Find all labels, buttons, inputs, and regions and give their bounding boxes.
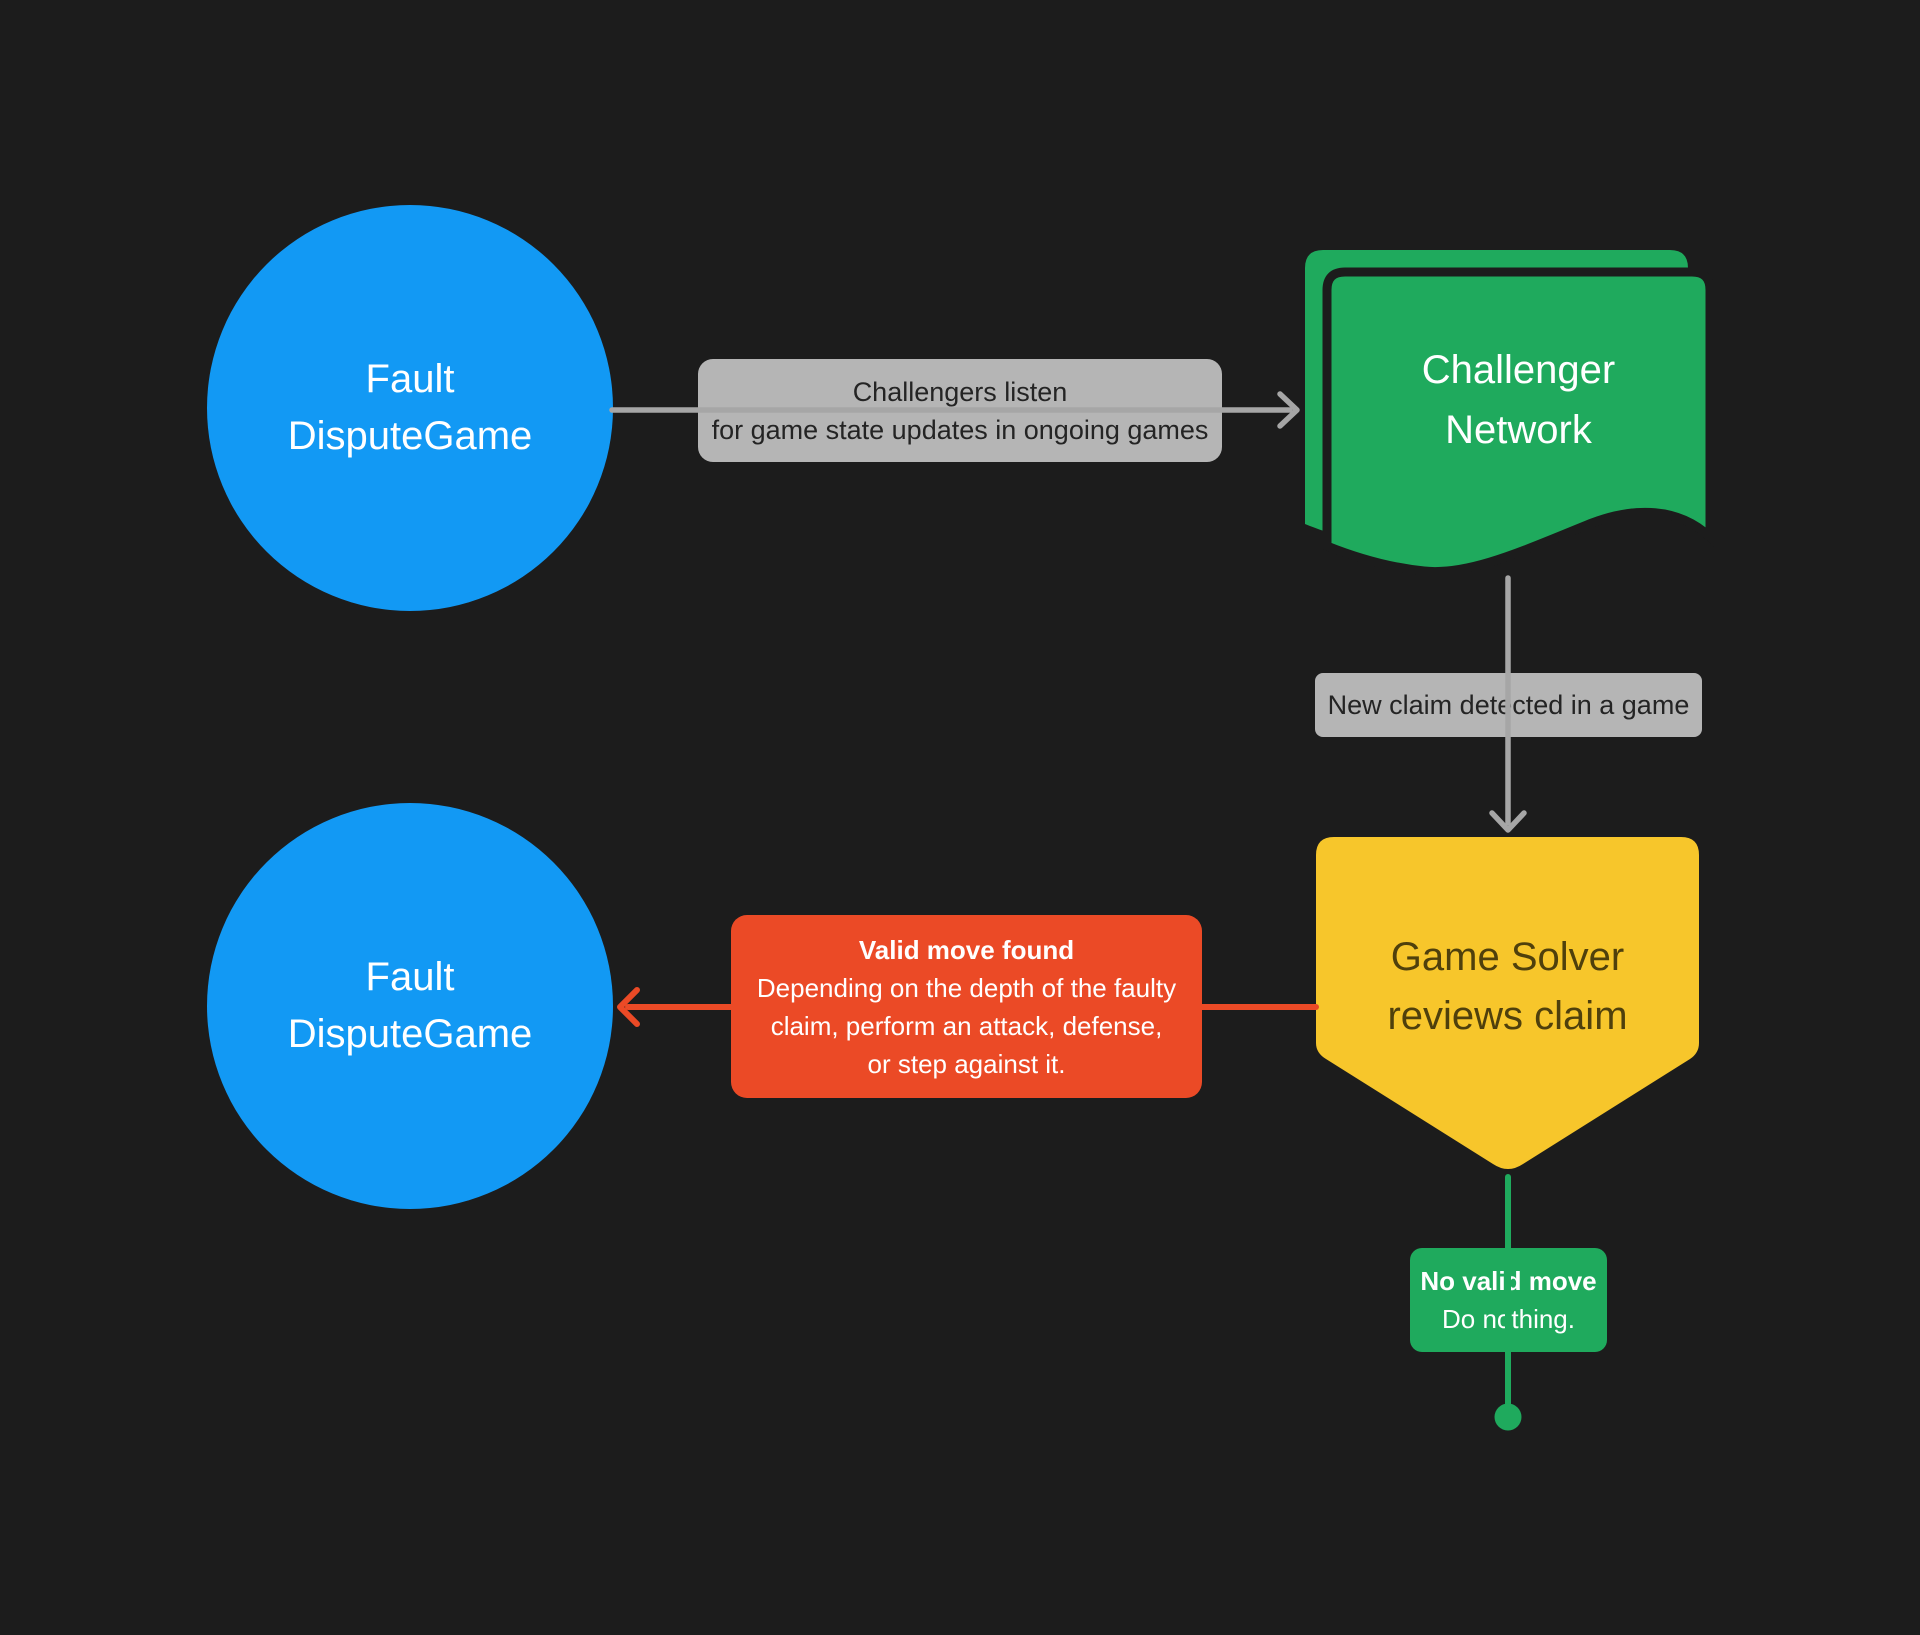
node-label-line: Network xyxy=(1445,408,1592,452)
edge-label-title: Valid move found xyxy=(858,934,1075,965)
node-label-line: Fault xyxy=(365,955,455,999)
arrowhead-down-icon xyxy=(1489,810,1527,833)
edge-label-challengers-listen: Challengers listen for game state update… xyxy=(698,359,1222,462)
edge-label-line: for game state updates in ongoing games xyxy=(711,414,1209,445)
edge-label-line: Challengers listen xyxy=(852,376,1068,407)
node-label-line: DisputeGame xyxy=(287,414,533,458)
node-challenger-network-label: Challenger Network xyxy=(1327,340,1710,460)
node-label-line: Game Solver xyxy=(1390,935,1625,979)
edge-label-title: No valid move xyxy=(1420,1266,1597,1296)
edge-label-line: Do nothing. xyxy=(1442,1304,1575,1334)
node-label-line: Challenger xyxy=(1421,348,1616,392)
node-label-line: Fault xyxy=(365,357,455,401)
edge-terminal-dot xyxy=(1494,1403,1522,1431)
edge-label-line: Depending on the depth of the faulty xyxy=(756,972,1177,1003)
edge-label-line: New claim detected in a game xyxy=(1327,690,1690,720)
edge-label-new-claim: New claim detected in a game xyxy=(1315,673,1702,737)
edge-label-line: claim, perform an attack, defense, xyxy=(770,1010,1163,1041)
edge-label-no-valid-move: No valid move Do nothing. xyxy=(1410,1248,1607,1352)
edge-label-valid-move-found: Valid move found Depending on the depth … xyxy=(731,915,1202,1098)
edge-label-line: or step against it. xyxy=(867,1048,1066,1079)
node-fault-dispute-game-bottom: Fault DisputeGame xyxy=(207,803,613,1209)
node-label-line: DisputeGame xyxy=(287,1012,533,1056)
node-label-line: reviews claim xyxy=(1387,994,1628,1038)
arrowhead-left-icon xyxy=(617,987,640,1027)
arrowhead-right-icon xyxy=(1277,391,1300,429)
node-game-solver-label: Game Solver reviews claim xyxy=(1316,928,1699,1046)
node-fault-dispute-game-top: Fault DisputeGame xyxy=(207,205,613,611)
